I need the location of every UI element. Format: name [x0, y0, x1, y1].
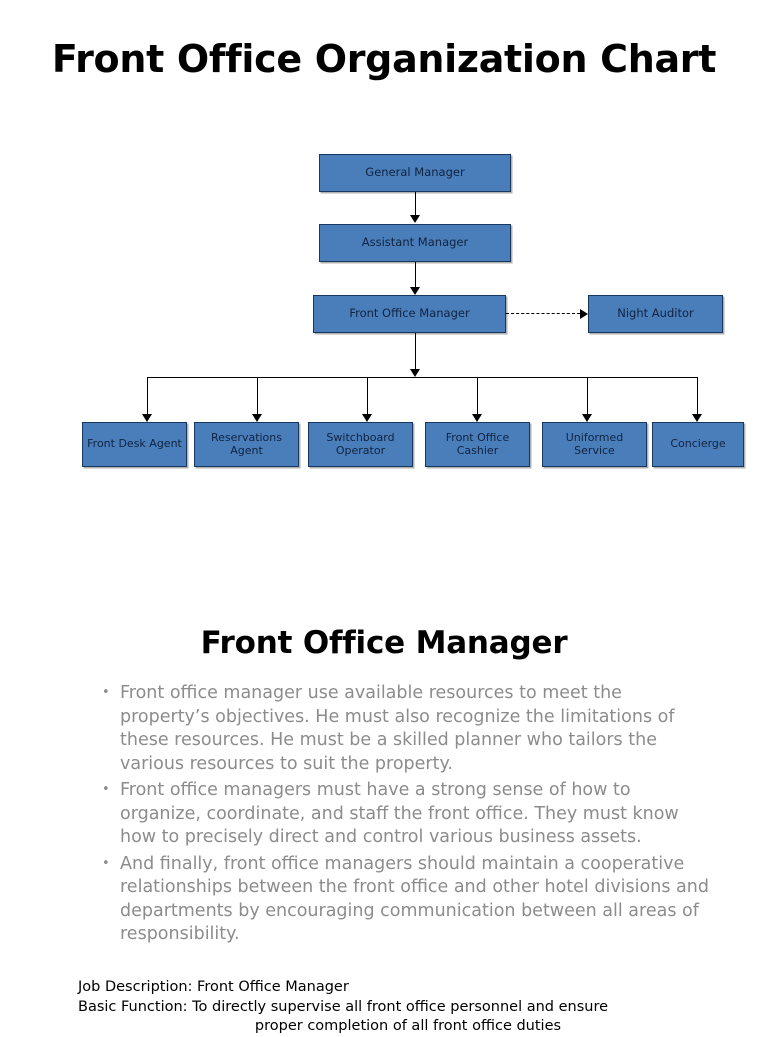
list-item: And finally, front office managers shoul…: [96, 852, 710, 947]
chart-title: Front Office Organization Chart: [51, 37, 717, 81]
org-chart-slide: Front Office Organization Chart General …: [0, 0, 768, 512]
arrowhead-am-to-fom: [410, 287, 420, 295]
arrowhead-drop-3: [362, 414, 372, 422]
arrowhead-drop-2: [252, 414, 262, 422]
connector-drop-5: [587, 377, 588, 415]
node-label: Concierge: [670, 437, 726, 451]
connector-gm-to-am: [415, 192, 416, 216]
connector-drop-4: [477, 377, 478, 415]
connector-fom-to-bus: [415, 333, 416, 369]
arrowhead-drop-6: [692, 414, 702, 422]
node-label: Front Office Cashier: [445, 430, 510, 457]
connector-drop-3: [367, 377, 368, 415]
section-title: Front Office Manager: [200, 625, 568, 661]
arrowhead-drop-1: [142, 414, 152, 422]
arrowhead-fom-to-bus: [410, 369, 420, 377]
connector-drop-2: [257, 377, 258, 415]
node-reservations-agent[interactable]: Reservations Agent: [194, 422, 299, 467]
node-front-office-manager[interactable]: Front Office Manager: [313, 295, 506, 333]
node-label: Reservations Agent: [211, 430, 282, 457]
node-label: Front Office Manager: [349, 306, 470, 321]
bullet-list: Front office manager use available resou…: [96, 681, 710, 950]
job-description-line: Job Description: Front Office Manager: [78, 979, 349, 995]
node-label: Assistant Manager: [361, 235, 469, 250]
node-night-auditor[interactable]: Night Auditor: [588, 295, 723, 333]
node-front-desk-agent[interactable]: Front Desk Agent: [82, 422, 187, 467]
description-slide: Front Office Manager Front office manage…: [0, 512, 768, 1034]
node-label: General Manager: [365, 165, 465, 180]
connector-drop-6: [697, 377, 698, 415]
basic-function-line: Basic Function: To directly supervise al…: [78, 998, 609, 1015]
node-label: Uniformed Service: [565, 430, 624, 457]
connector-fom-to-night-auditor: [506, 313, 580, 314]
node-general-manager[interactable]: General Manager: [319, 154, 511, 192]
basic-function-continued: proper completion of all front office du…: [254, 1018, 562, 1034]
connector-drop-1: [147, 377, 148, 415]
node-label: Switchboard Operator: [326, 430, 395, 457]
job-description-block: Job Description: Front Office Manager Ba…: [78, 978, 738, 1037]
node-concierge[interactable]: Concierge: [652, 422, 744, 467]
list-item: Front office manager use available resou…: [96, 681, 710, 776]
node-uniformed-service[interactable]: Uniformed Service: [542, 422, 647, 467]
arrowhead-fom-to-night-auditor: [580, 309, 588, 319]
arrowhead-gm-to-am: [410, 215, 420, 223]
arrowhead-drop-5: [582, 414, 592, 422]
node-label: Night Auditor: [617, 306, 694, 321]
node-switchboard-operator[interactable]: Switchboard Operator: [308, 422, 413, 467]
connector-am-to-fom: [415, 262, 416, 288]
node-front-office-cashier[interactable]: Front Office Cashier: [425, 422, 530, 467]
node-label: Front Desk Agent: [87, 437, 182, 451]
distribution-bus: [147, 377, 697, 378]
list-item: Front office managers must have a strong…: [96, 778, 710, 850]
node-assistant-manager[interactable]: Assistant Manager: [319, 224, 511, 262]
arrowhead-drop-4: [472, 414, 482, 422]
